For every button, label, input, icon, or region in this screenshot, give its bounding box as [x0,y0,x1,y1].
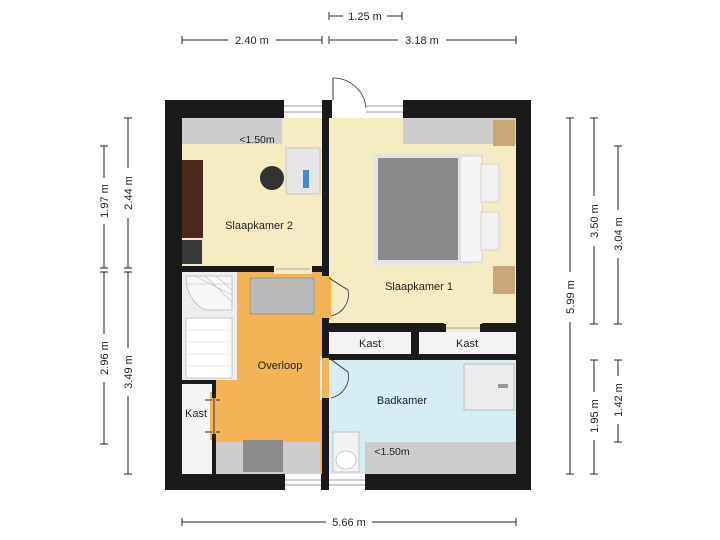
desk-chair [260,166,284,190]
window-top-left [284,100,322,118]
dim-left-inner-top: 2.44 m [123,117,135,269]
wall-kast-divider [411,332,419,354]
dim-text-left-inner-bottom: 3.49 m [123,355,135,389]
dim-top-left: 2.40 m [181,35,323,47]
dim-text-right-top-a: 3.50 m [589,204,601,238]
nightstand-top [493,120,515,146]
room-label-overloop: Overloop [258,360,303,372]
kast-top-left-floor [329,332,411,354]
dim-text-right-bottom-a: 1.95 m [589,399,601,433]
dim-left-outer-bottom: 2.96 m [99,271,111,445]
balcony-door [332,77,367,118]
dim-text-right-top-b: 3.04 m [613,217,625,251]
dim-text-right-bottom-b: 1.42 m [613,383,625,417]
dim-text-left-outer-top: 1.97 m [99,184,111,218]
dim-right-bottom-b: 1.42 m [613,359,625,443]
staircase [185,275,233,379]
dim-text-right-total: 5.99 m [565,280,577,314]
room-label-slaapkamer-1: Slaapkamer 1 [385,281,453,293]
dim-text-top-right: 3.18 m [405,35,439,47]
room-label-kast-top-left: Kast [359,338,381,350]
kast-top-right-floor [419,332,516,354]
wardrobe [182,160,203,238]
nightstand-bottom [493,266,515,294]
monitor [303,170,309,188]
dim-text-bottom: 5.66 m [332,517,366,529]
shower-drain [498,384,508,388]
dim-text-left-outer-bottom: 2.96 m [99,341,111,375]
wall-h-badkamer [329,354,516,360]
room-label-kast-top-right: Kast [456,338,478,350]
window-top-right [365,100,403,118]
dim-text-left-inner-top: 2.44 m [123,176,135,210]
room-label-badkamer: Badkamer [377,395,427,407]
window-bottom-left [285,474,321,490]
dim-left-inner-bottom: 3.49 m [123,271,135,475]
dim-left-outer-top: 1.97 m [99,145,111,269]
wall-h-kast [329,324,516,332]
wardrobe-base [182,240,202,264]
toilet [332,431,360,473]
dim-right-top-a: 3.50 m [589,117,601,325]
room-label-kast-left: Kast [185,408,207,420]
dim-text-top-small: 1.25 m [348,11,382,23]
dim-bottom: 5.66 m [181,517,517,529]
slope-note-bath: <1.50m [374,446,410,458]
dim-top-right: 3.18 m [328,35,517,47]
dim-right-bottom-a: 1.95 m [589,359,601,475]
slope-band-badkamer [365,442,516,474]
landing-rug [249,277,315,315]
opening-badkamer [322,358,329,398]
kast-left-floor [182,384,212,474]
room-label-slaapkamer-2: Slaapkamer 2 [225,220,293,232]
window-bottom-right [329,474,365,490]
dim-right-total: 5.99 m [565,117,577,475]
overloop-bench [243,440,283,472]
opening-slaapkamer-1 [322,276,329,318]
double-bed [373,153,500,265]
dim-text-top-left: 2.40 m [235,35,269,47]
slope-band-slaapkamer-2 [182,118,282,144]
wall-h-kast-left [182,380,216,384]
wall-h-left [182,266,322,272]
slope-note-top: <1.50m [239,134,275,146]
dim-right-top-b: 3.04 m [613,145,625,325]
dim-top-small: 1.25 m [328,11,403,23]
